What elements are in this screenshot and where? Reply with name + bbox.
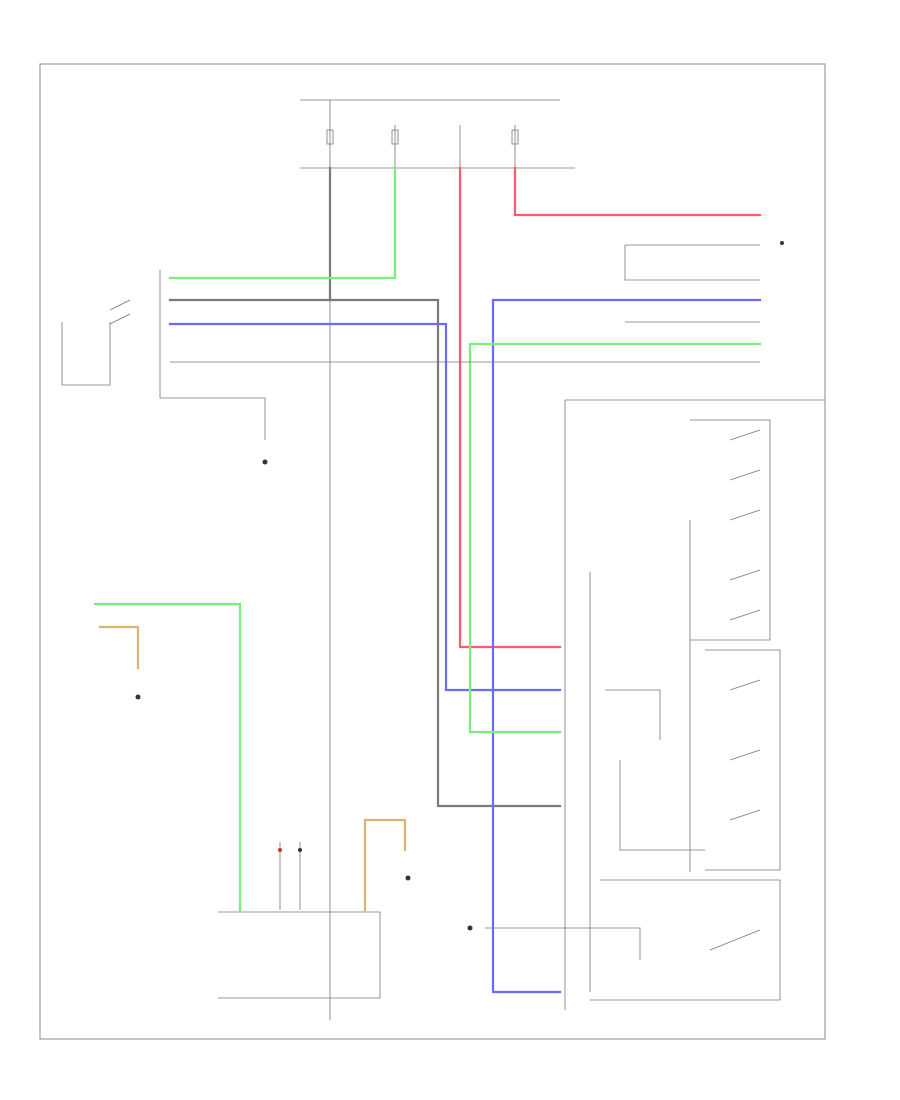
wire-green-right: [468, 342, 762, 734]
connector-dots: [135, 241, 784, 931]
wire-harness: [93, 166, 762, 994]
wire-blue-right: [491, 298, 762, 994]
wire-yellow-center: [363, 818, 407, 912]
diagram-frame: [39, 63, 826, 1040]
wire-green-left: [93, 602, 242, 912]
switch-symbols: [109, 299, 761, 951]
fuse-symbols: [326, 129, 519, 145]
wire-gray-main: [168, 166, 562, 808]
wire-red: [458, 166, 562, 649]
wire-blue-left: [168, 322, 562, 692]
wire-green-top: [168, 166, 397, 280]
thin-wires: [61, 244, 825, 1010]
wire-red-right: [513, 166, 762, 217]
wire-yellow-left: [98, 625, 140, 670]
